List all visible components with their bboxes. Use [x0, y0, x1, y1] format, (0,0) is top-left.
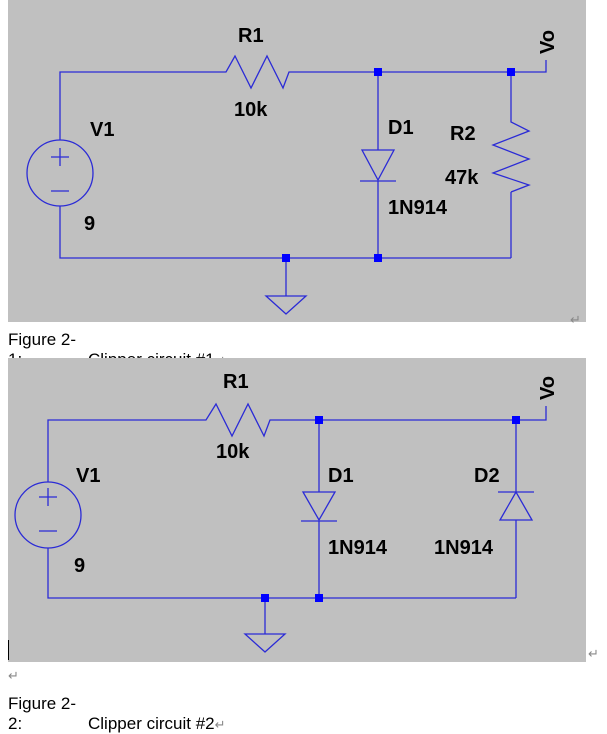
return-mark: ↵ [214, 717, 226, 732]
schematic-2-svg: R1 10k V1 9 D1 1N914 D2 1N914 Vo [14, 371, 559, 653]
schematic-clipper-1: R1 10k V1 9 D1 1N914 R2 47k Vo [8, 0, 586, 322]
ground-symbol [264, 295, 308, 315]
return-mark: ↵ [570, 312, 581, 327]
return-mark: ↵ [588, 646, 599, 661]
d2-part: 1N914 [434, 537, 494, 559]
junctions [282, 68, 515, 262]
diode-d1 [301, 488, 337, 524]
d1-part: 1N914 [388, 197, 448, 219]
v1-value: 9 [74, 555, 85, 577]
ground-symbol [243, 633, 287, 653]
r1-label: R1 [238, 25, 264, 47]
resistor-r1 [200, 402, 290, 438]
return-mark: ↵ [8, 668, 19, 683]
output-vo-label: Vo [537, 376, 559, 400]
diode-d1 [360, 149, 396, 196]
text-cursor [8, 640, 9, 660]
r2-value: 47k [445, 167, 479, 189]
r1-value: 10k [234, 99, 268, 121]
voltage-source-v1 [26, 139, 94, 207]
d2-label: D2 [474, 465, 500, 487]
schematic-clipper-2: R1 10k V1 9 D1 1N914 D2 1N914 Vo [8, 358, 586, 662]
r2-label: R2 [450, 123, 476, 145]
caption-number: Figure 2-2: [8, 694, 77, 733]
v1-label: V1 [90, 119, 114, 141]
v1-value: 9 [84, 213, 95, 235]
resistor-r1 [218, 54, 295, 90]
d1-label: D1 [388, 117, 414, 139]
schematic-1-svg: R1 10k V1 9 D1 1N914 R2 47k Vo [26, 25, 559, 315]
output-vo-label: Vo [537, 30, 559, 54]
r1-label: R1 [223, 371, 249, 393]
figure-caption-2: Figure 2-2:Clipper circuit #2↵ [8, 694, 226, 734]
diode-d2 [498, 488, 534, 524]
r1-value: 10k [216, 441, 250, 463]
wires [47, 406, 547, 634]
resistor-r2 [491, 116, 531, 193]
voltage-source-v1 [14, 481, 82, 549]
v1-label: V1 [76, 465, 100, 487]
d1-part: 1N914 [328, 537, 388, 559]
d1-label: D1 [328, 465, 354, 487]
junctions [261, 416, 520, 602]
